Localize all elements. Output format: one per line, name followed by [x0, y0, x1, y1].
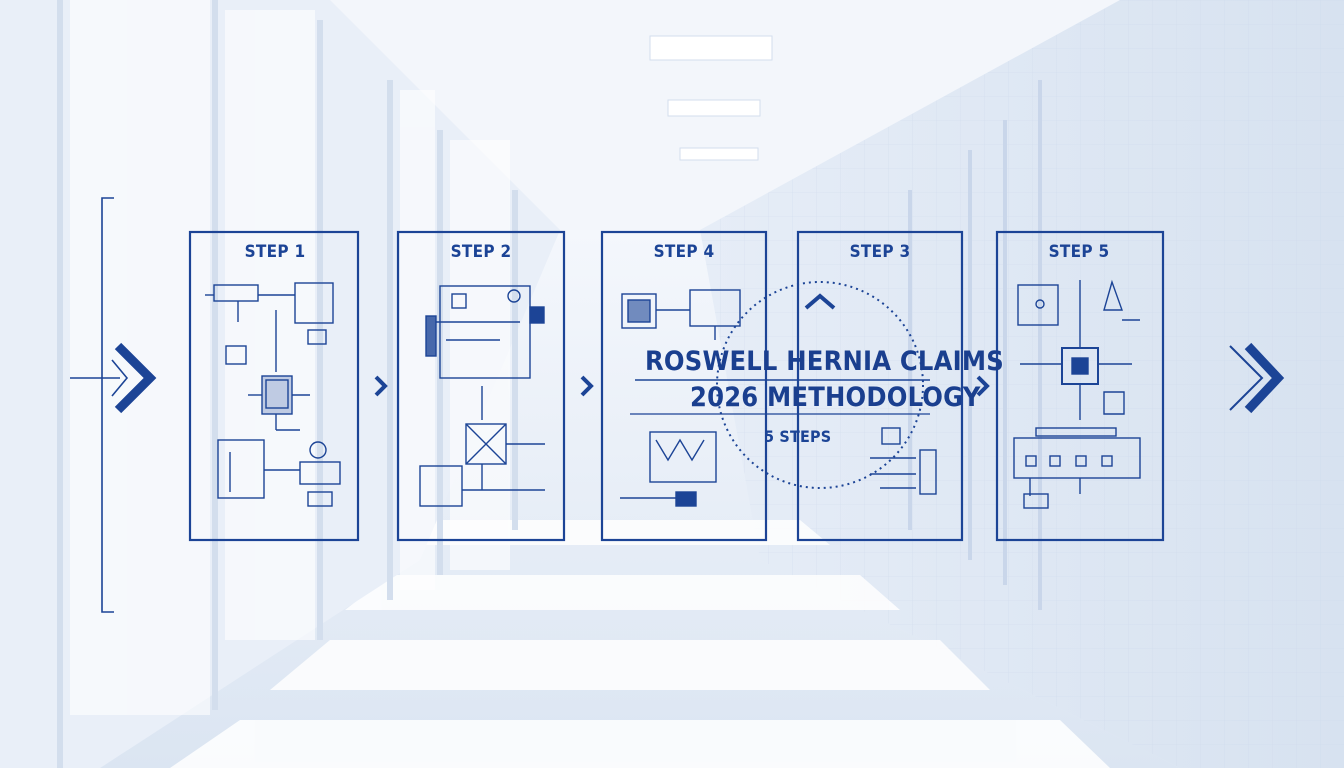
step-5-schematic	[1013, 279, 1141, 509]
chevron-left-icon	[114, 342, 157, 414]
step-3-panel	[796, 230, 964, 542]
chevron-right-icon	[1244, 342, 1285, 414]
step-4-label: STEP 4	[653, 242, 715, 262]
step-1-label: STEP 1	[244, 242, 306, 262]
title-line-1: ROSWELL HERNIA CLAIMS	[645, 346, 1004, 377]
dotted-circle	[716, 281, 924, 489]
step-3-label: STEP 3	[849, 242, 911, 262]
step-2-label: STEP 2	[450, 242, 512, 262]
step-4-schematic	[620, 289, 741, 507]
chevron-right-icon	[976, 375, 990, 397]
chevron-right-icon	[374, 375, 388, 397]
step-1-schematic	[205, 282, 341, 507]
left-bracket	[70, 197, 129, 613]
step-3-schematic	[870, 427, 937, 495]
step-1-panel	[188, 230, 360, 542]
step-5-label: STEP 5	[1048, 242, 1110, 262]
chevron-up-icon	[804, 293, 836, 310]
step-2-panel	[396, 230, 566, 542]
step-2-schematic	[419, 285, 545, 507]
chevron-right-icon	[1229, 345, 1264, 411]
step-4-panel	[600, 230, 768, 542]
title-line-2: 2026 METHODOLOGY	[690, 382, 981, 413]
chevron-right-icon	[580, 375, 594, 397]
step-5-panel	[995, 230, 1165, 542]
subtitle: 5 STEPS	[764, 427, 832, 446]
